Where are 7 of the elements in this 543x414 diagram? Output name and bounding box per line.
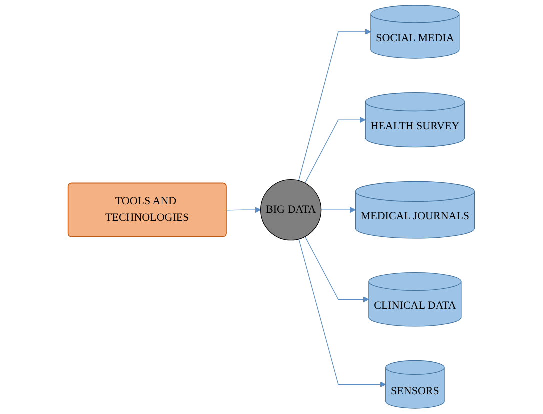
arrow <box>320 207 356 214</box>
arrow <box>304 236 370 303</box>
node-circle: BIG DATA <box>260 180 322 241</box>
arrow <box>298 238 386 388</box>
arrow <box>226 207 262 214</box>
arrow <box>298 28 372 182</box>
arrow <box>304 117 366 184</box>
